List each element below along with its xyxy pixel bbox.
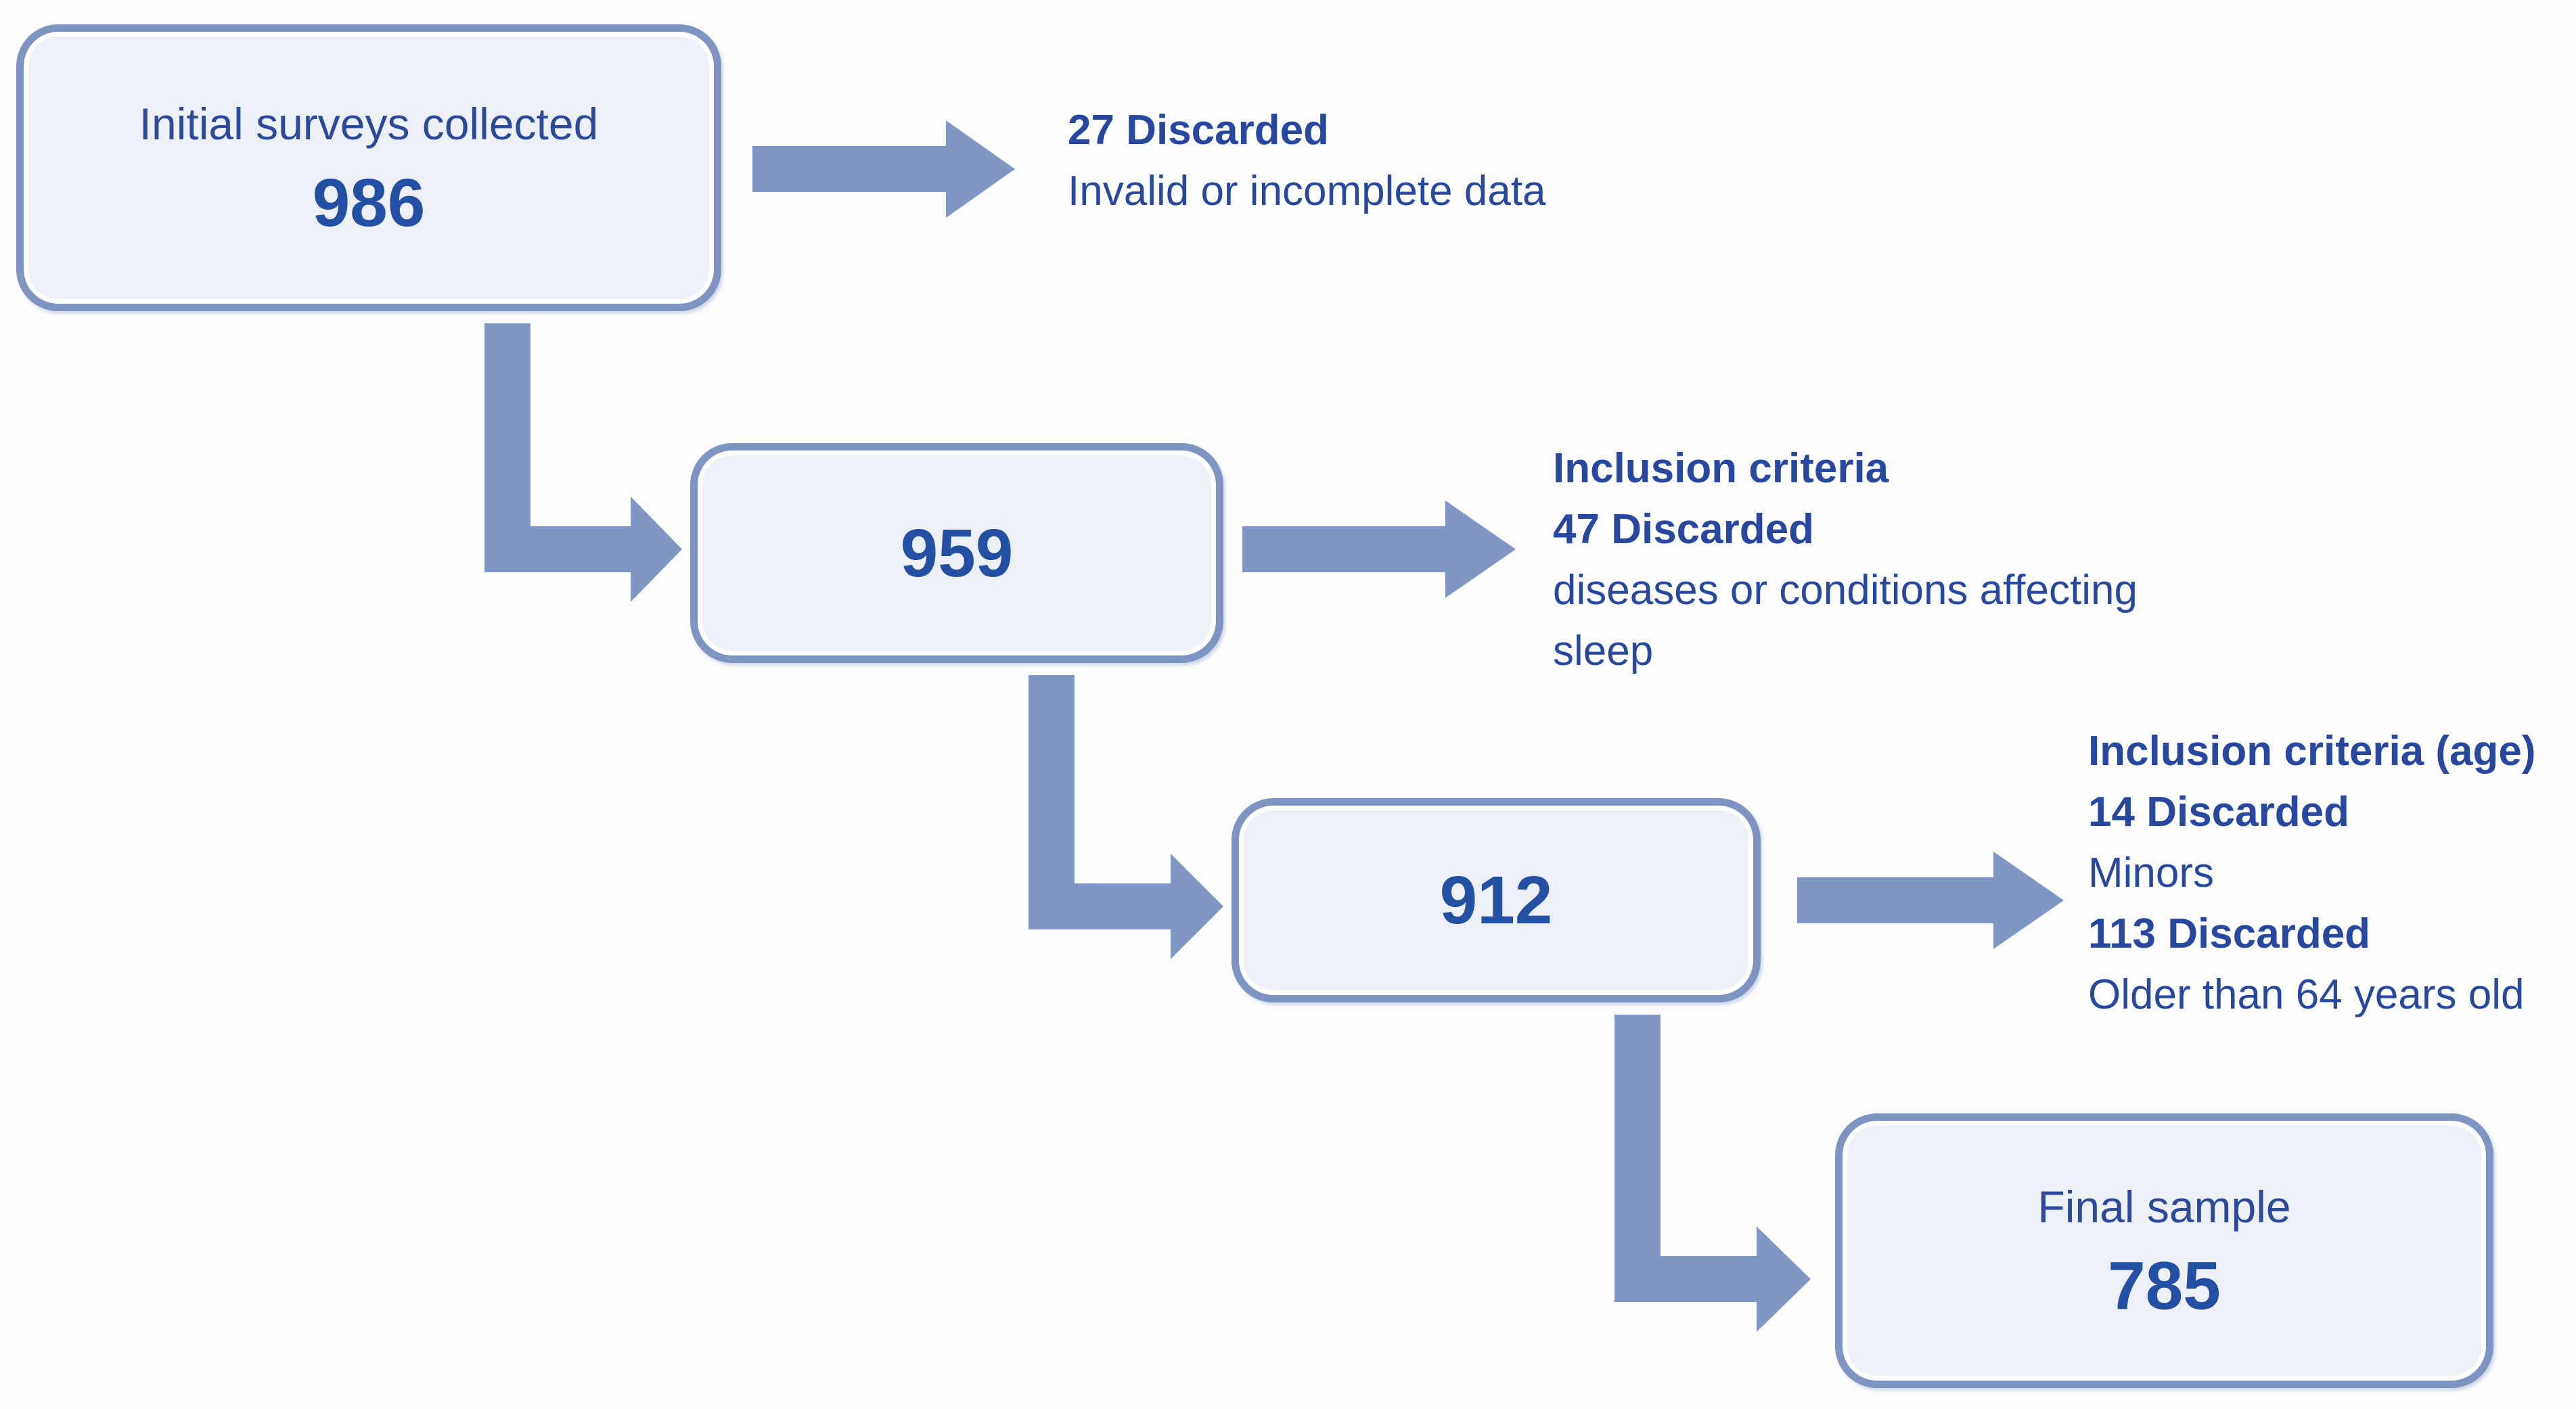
node-after-conditions-count: 912 <box>1439 862 1553 938</box>
node-final-label: Final sample <box>2037 1182 2291 1232</box>
note-discarded-invalid: 27 Discarded Invalid or incomplete data <box>1068 100 1546 222</box>
node-final-count: 785 <box>2108 1247 2221 1324</box>
note-line: 27 Discarded <box>1068 107 1329 154</box>
note-line: 14 Discarded <box>2088 789 2349 835</box>
note-line: Inclusion criteria <box>1553 445 1889 492</box>
node-after-invalid-count: 959 <box>900 515 1014 591</box>
note-inclusion-criteria-age: Inclusion criteria (age) 14 Discarded Mi… <box>2088 721 2536 1025</box>
node-final-sample: Final sample 785 <box>1835 1113 2493 1388</box>
note-inclusion-criteria: Inclusion criteria 47 Discarded diseases… <box>1553 438 2138 682</box>
arrow-right-1-icon <box>752 120 1015 218</box>
arrow-right-3-icon <box>1797 852 2064 949</box>
note-line: Invalid or incomplete data <box>1068 168 1546 214</box>
note-line: Older than 64 years old <box>2088 971 2525 1018</box>
elbow-arrow-1-icon <box>484 323 682 602</box>
node-initial-count: 986 <box>312 164 426 241</box>
note-line: Inclusion criteria (age) <box>2088 728 2536 775</box>
node-initial-surveys: Initial surveys collected 986 <box>16 24 721 311</box>
arrow-right-2-icon <box>1242 501 1516 598</box>
elbow-arrow-2-icon <box>1029 675 1223 959</box>
note-line: diseases or conditions affecting <box>1553 567 2138 614</box>
note-line: 113 Discarded <box>2088 910 2371 957</box>
note-line: sleep <box>1553 628 1654 674</box>
note-line: 47 Discarded <box>1553 506 1814 553</box>
node-after-invalid: 959 <box>690 443 1223 663</box>
elbow-arrow-3-icon <box>1614 1015 1811 1332</box>
node-after-conditions: 912 <box>1231 798 1761 1002</box>
node-initial-label: Initial surveys collected <box>139 99 599 149</box>
note-line: Minors <box>2088 850 2215 896</box>
